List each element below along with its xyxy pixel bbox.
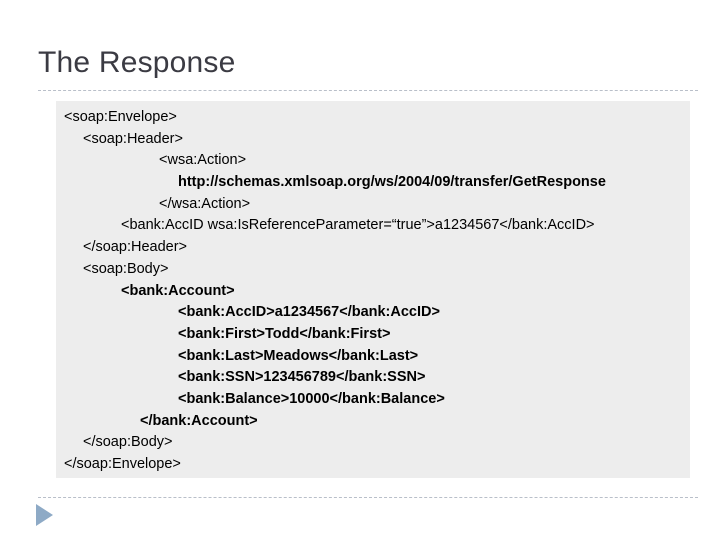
code-line: <bank:Last>Meadows</bank:Last>: [178, 347, 419, 364]
code-line: </bank:Account>: [140, 412, 258, 429]
code-line: http://schemas.xmlsoap.org/ws/2004/09/tr…: [178, 174, 606, 191]
footer-divider: [38, 497, 698, 498]
code-line: </soap:Body>: [83, 434, 173, 451]
next-slide-arrow-icon[interactable]: [36, 504, 53, 526]
code-line: <bank:First>Todd</bank:First>: [178, 325, 391, 342]
code-line: <bank:AccID wsa:IsReferenceParameter=“tr…: [121, 217, 595, 234]
code-line: <bank:AccID>a1234567</bank:AccID>: [178, 304, 440, 321]
code-line: <wsa:Action>: [159, 152, 247, 169]
code-line: <bank:SSN>123456789</bank:SSN>: [178, 369, 426, 386]
code-line: <soap:Body>: [83, 260, 169, 277]
title-divider: [38, 90, 698, 91]
code-line: <soap:Header>: [83, 130, 183, 147]
page-title: The Response: [38, 46, 236, 79]
code-block: <soap:Envelope> <soap:Header> <wsa:Action>…: [56, 101, 690, 478]
code-line: </soap:Envelope>: [64, 456, 181, 472]
code-line: </wsa:Action>: [159, 195, 251, 212]
code-line: <soap:Envelope>: [64, 109, 177, 125]
code-line: <bank:Balance>10000</bank:Balance>: [178, 390, 445, 407]
code-line: </soap:Header>: [83, 239, 187, 256]
code-line: <bank:Account>: [121, 282, 235, 299]
